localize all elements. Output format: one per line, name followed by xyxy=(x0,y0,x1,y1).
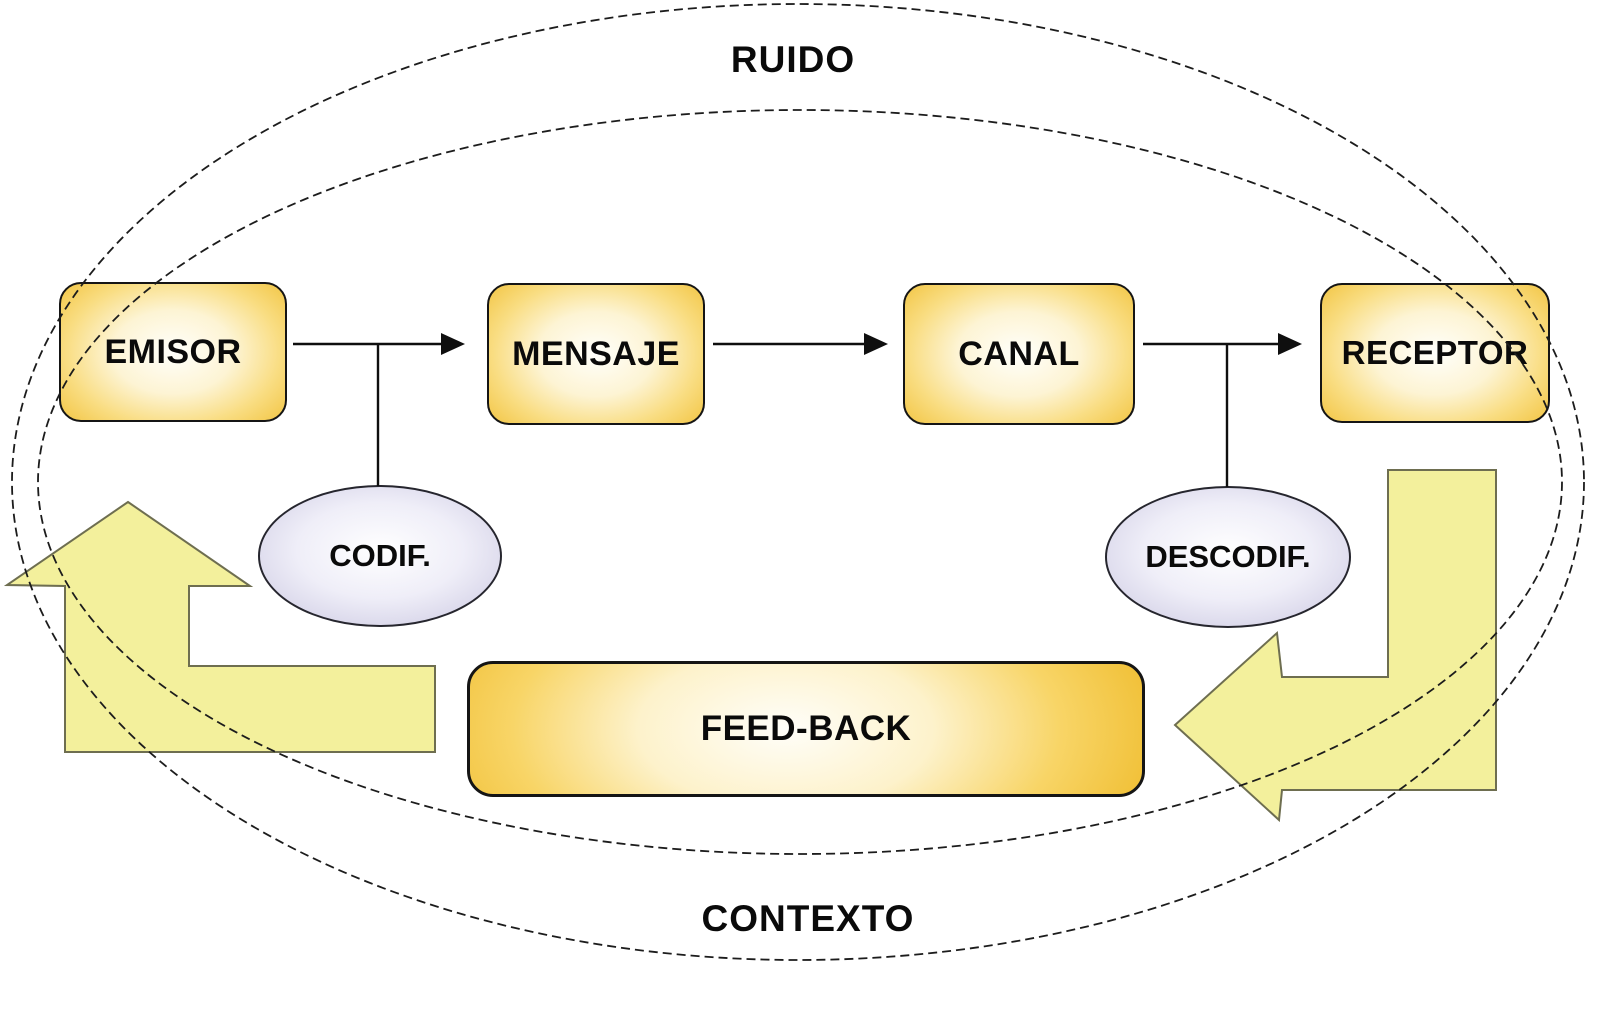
arrowhead-to-receptor xyxy=(1278,333,1302,355)
feedback-arrow-right xyxy=(1173,469,1497,823)
node-emisor: EMISOR xyxy=(59,282,287,422)
node-mensaje: MENSAJE xyxy=(487,283,705,425)
feedback-arrow-left xyxy=(3,500,436,753)
node-feedback: FEED-BACK xyxy=(467,661,1145,797)
outer-ellipse-ruido xyxy=(11,3,1585,961)
label-ruido: RUIDO xyxy=(730,39,856,80)
node-receptor: RECEPTOR xyxy=(1320,283,1550,423)
label-contexto: CONTEXTO xyxy=(701,898,915,939)
arrowhead-to-mensaje xyxy=(441,333,465,355)
arrowhead-to-canal xyxy=(864,333,888,355)
inner-ellipse-contexto xyxy=(37,109,1563,855)
node-canal: CANAL xyxy=(903,283,1135,425)
node-codif: CODIF. xyxy=(258,485,502,627)
node-descodif: DESCODIF. xyxy=(1105,486,1351,628)
